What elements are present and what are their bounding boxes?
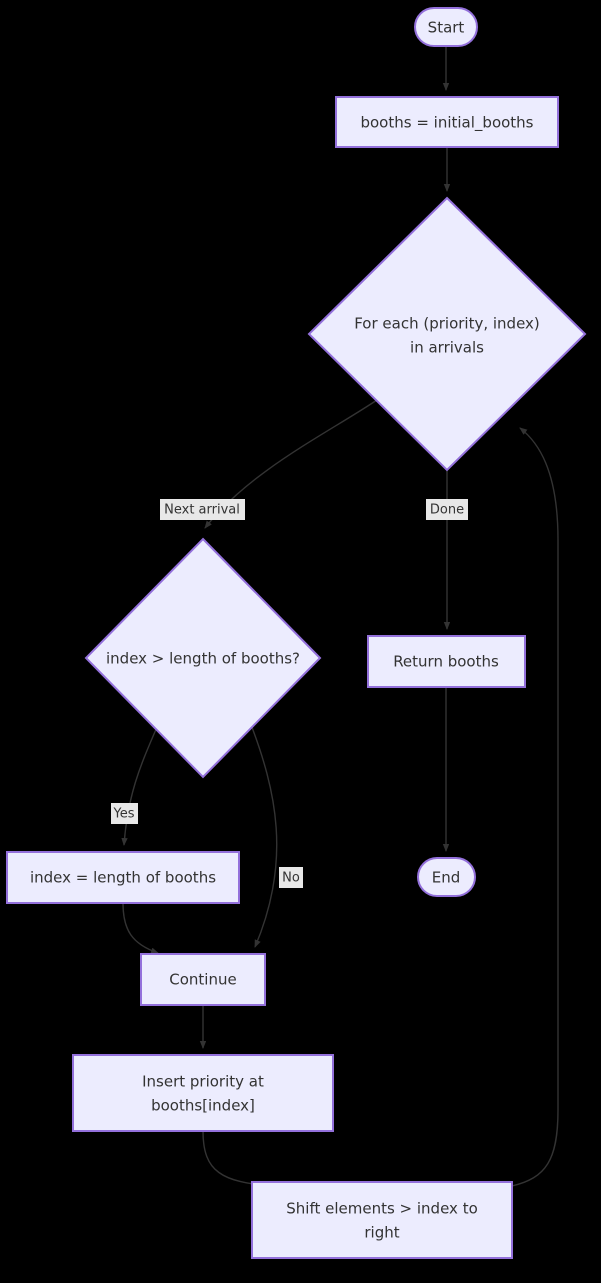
- edge-insert-to-shift: [202, 1130, 273, 1189]
- edge-label-no-text: No: [282, 871, 300, 886]
- node-init-booths-label: booths = initial_booths: [360, 114, 533, 133]
- edge-label-yes: Yes: [111, 803, 138, 824]
- edge-labels-layer: Next arrival Done Yes No: [111, 499, 468, 888]
- node-set-index-label: index = length of booths: [30, 869, 216, 887]
- edge-setindex-to-continue: [122, 902, 159, 954]
- node-end[interactable]: End: [417, 857, 476, 897]
- node-set-index[interactable]: index = length of booths: [6, 851, 240, 904]
- node-for-each-loop-label-line2: in arrivals: [410, 339, 484, 357]
- edge-label-next-arrival: Next arrival: [160, 499, 245, 520]
- edge-label-next-arrival-text: Next arrival: [164, 503, 240, 518]
- node-continue-label: Continue: [169, 971, 236, 989]
- node-insert-priority-label-line2: booths[index]: [151, 1097, 255, 1115]
- node-shift-elements-label-line2: right: [364, 1224, 399, 1242]
- edge-check-to-setindex: [121, 719, 161, 846]
- edge-check-to-continue: [249, 721, 278, 948]
- node-start-label: Start: [428, 19, 465, 37]
- node-init-booths[interactable]: booths = initial_booths: [335, 96, 559, 148]
- edge-label-done-text: Done: [430, 503, 464, 518]
- node-index-check-label: index > length of booths?: [106, 650, 300, 668]
- edge-label-no: No: [279, 867, 303, 888]
- node-insert-priority[interactable]: Insert priority at booths[index]: [72, 1054, 334, 1132]
- node-shift-elements[interactable]: Shift elements > index to right: [251, 1181, 513, 1259]
- nodes-layer: Start booths = initial_booths For each (…: [6, 7, 587, 1259]
- node-end-label: End: [432, 869, 461, 887]
- node-continue[interactable]: Continue: [140, 953, 266, 1006]
- node-return-booths-label: Return booths: [393, 653, 499, 671]
- node-index-check[interactable]: index > length of booths?: [84, 537, 322, 779]
- edge-label-yes-text: Yes: [113, 807, 135, 822]
- node-insert-priority-label-line1: Insert priority at: [142, 1073, 264, 1091]
- node-for-each-loop[interactable]: For each (priority, index) in arrivals: [307, 196, 587, 472]
- node-return-booths[interactable]: Return booths: [367, 635, 526, 688]
- edge-shift-to-loop: [511, 427, 559, 1187]
- node-shift-elements-label-line1: Shift elements > index to: [286, 1200, 478, 1218]
- node-start[interactable]: Start: [414, 7, 478, 47]
- edge-label-done: Done: [426, 499, 468, 520]
- node-for-each-loop-label-line1: For each (priority, index): [354, 315, 540, 333]
- edges-layer: [121, 46, 559, 1189]
